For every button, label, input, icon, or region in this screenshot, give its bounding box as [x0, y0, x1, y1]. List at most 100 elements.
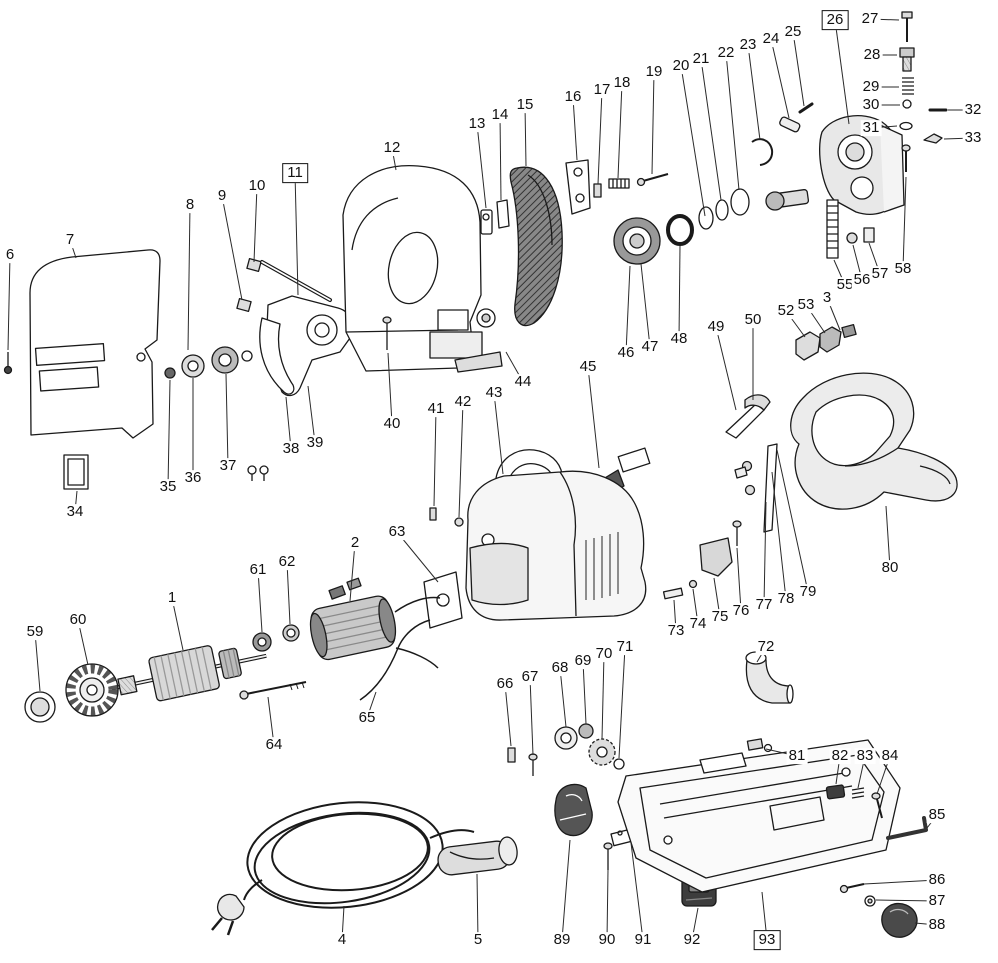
- part-label-67: 67: [519, 668, 541, 686]
- leader-line-17: [597, 89, 603, 185]
- leader-line-38: [285, 396, 292, 450]
- leader-line-5: [476, 873, 479, 941]
- leader-line-37: [225, 373, 229, 467]
- stator-leads: [394, 596, 441, 669]
- clip-33: [923, 133, 943, 144]
- part-label-93: 93: [753, 930, 781, 950]
- leader-line-80: [885, 505, 891, 569]
- screw-58: [901, 144, 911, 172]
- part-label-35: 35: [157, 478, 179, 496]
- cover-63: [423, 571, 463, 629]
- part-label-90: 90: [596, 931, 618, 949]
- brush-holder-b: [346, 577, 362, 591]
- knob-88: [881, 902, 918, 938]
- part-label-77: 77: [753, 596, 775, 614]
- leader-line-40: [387, 352, 393, 425]
- part-label-34: 34: [64, 503, 86, 521]
- part-56: [846, 232, 858, 244]
- circlip-23: [751, 138, 774, 166]
- leader-line-45: [587, 366, 600, 469]
- part-label-24: 24: [760, 30, 782, 48]
- part-label-57: 57: [869, 265, 891, 283]
- leader-line-76: [736, 547, 742, 612]
- part-label-56: 56: [851, 271, 873, 289]
- part-label-89: 89: [551, 931, 573, 949]
- part-label-70: 70: [593, 645, 615, 663]
- part-label-87: 87: [926, 892, 948, 910]
- part-label-30: 30: [860, 96, 882, 114]
- screw-6: [3, 352, 13, 375]
- parts-73-76: [662, 520, 742, 600]
- part-label-75: 75: [709, 608, 731, 626]
- lever-49-50: [725, 394, 771, 439]
- leader-line-46: [625, 265, 631, 354]
- part-label-28: 28: [861, 46, 883, 64]
- part-label-6: 6: [3, 246, 17, 264]
- screw-90: [603, 842, 613, 870]
- leader-line-71: [618, 646, 626, 759]
- leader-line-59: [34, 631, 41, 692]
- leader-line-69: [582, 660, 587, 725]
- part-label-37: 37: [217, 457, 239, 475]
- part-label-5: 5: [471, 931, 485, 949]
- part-label-50: 50: [742, 311, 764, 329]
- leader-line-63: [396, 531, 439, 583]
- part-label-17: 17: [591, 81, 613, 99]
- flange-hub: [613, 188, 750, 265]
- part-label-10: 10: [246, 177, 268, 195]
- pin-41: [429, 507, 437, 521]
- leader-line-20: [680, 65, 706, 217]
- spring-83: [851, 787, 865, 799]
- part-label-60: 60: [67, 611, 89, 629]
- rear-handle: [790, 372, 958, 510]
- part-label-42: 42: [452, 393, 474, 411]
- spring-55: [826, 199, 839, 259]
- washer-87: [864, 895, 876, 907]
- leader-line-23: [747, 44, 761, 141]
- part-label-74: 74: [687, 615, 709, 633]
- part-label-40: 40: [381, 415, 403, 433]
- part-label-72: 72: [755, 638, 777, 656]
- leader-line-70: [601, 653, 605, 740]
- part-label-4: 4: [335, 931, 349, 949]
- allen-key-85: [886, 816, 928, 840]
- dust-elbow: [745, 651, 794, 704]
- leader-line-62: [286, 561, 291, 625]
- rings-61-62: [252, 624, 300, 652]
- part-57: [863, 227, 875, 243]
- part-label-19: 19: [643, 63, 665, 81]
- part-label-2: 2: [348, 534, 362, 552]
- part-label-83: 83: [854, 747, 876, 765]
- part-label-43: 43: [483, 384, 505, 402]
- part-label-29: 29: [860, 78, 882, 96]
- part-label-81: 81: [786, 747, 808, 765]
- leader-line-26: [834, 19, 850, 125]
- motor-housing: [465, 449, 647, 621]
- screw-64: [239, 681, 307, 700]
- part-label-39: 39: [304, 434, 326, 452]
- leader-line-43: [493, 392, 504, 475]
- leader-line-91: [630, 842, 644, 941]
- spring-29: [902, 77, 914, 95]
- brush-holder-a: [328, 585, 346, 600]
- leader-line-42: [458, 401, 464, 518]
- leader-line-41: [433, 408, 437, 507]
- part-label-14: 14: [489, 106, 511, 124]
- washer-30: [902, 99, 912, 109]
- leader-line-2: [349, 542, 356, 602]
- small-parts-13-14: [480, 199, 510, 235]
- part-label-47: 47: [639, 338, 661, 356]
- screw-84: [871, 792, 883, 819]
- blade-guard-main: [342, 165, 503, 373]
- part-label-61: 61: [247, 561, 269, 579]
- part-label-55: 55: [834, 276, 856, 294]
- part-label-69: 69: [572, 652, 594, 670]
- leader-line-47: [640, 263, 651, 348]
- part-label-18: 18: [611, 74, 633, 92]
- part-label-48: 48: [668, 330, 690, 348]
- part-label-84: 84: [879, 747, 901, 765]
- part-label-82: 82: [829, 747, 851, 765]
- part-label-13: 13: [466, 115, 488, 133]
- part-label-3: 3: [820, 289, 834, 307]
- part-label-9: 9: [215, 187, 229, 205]
